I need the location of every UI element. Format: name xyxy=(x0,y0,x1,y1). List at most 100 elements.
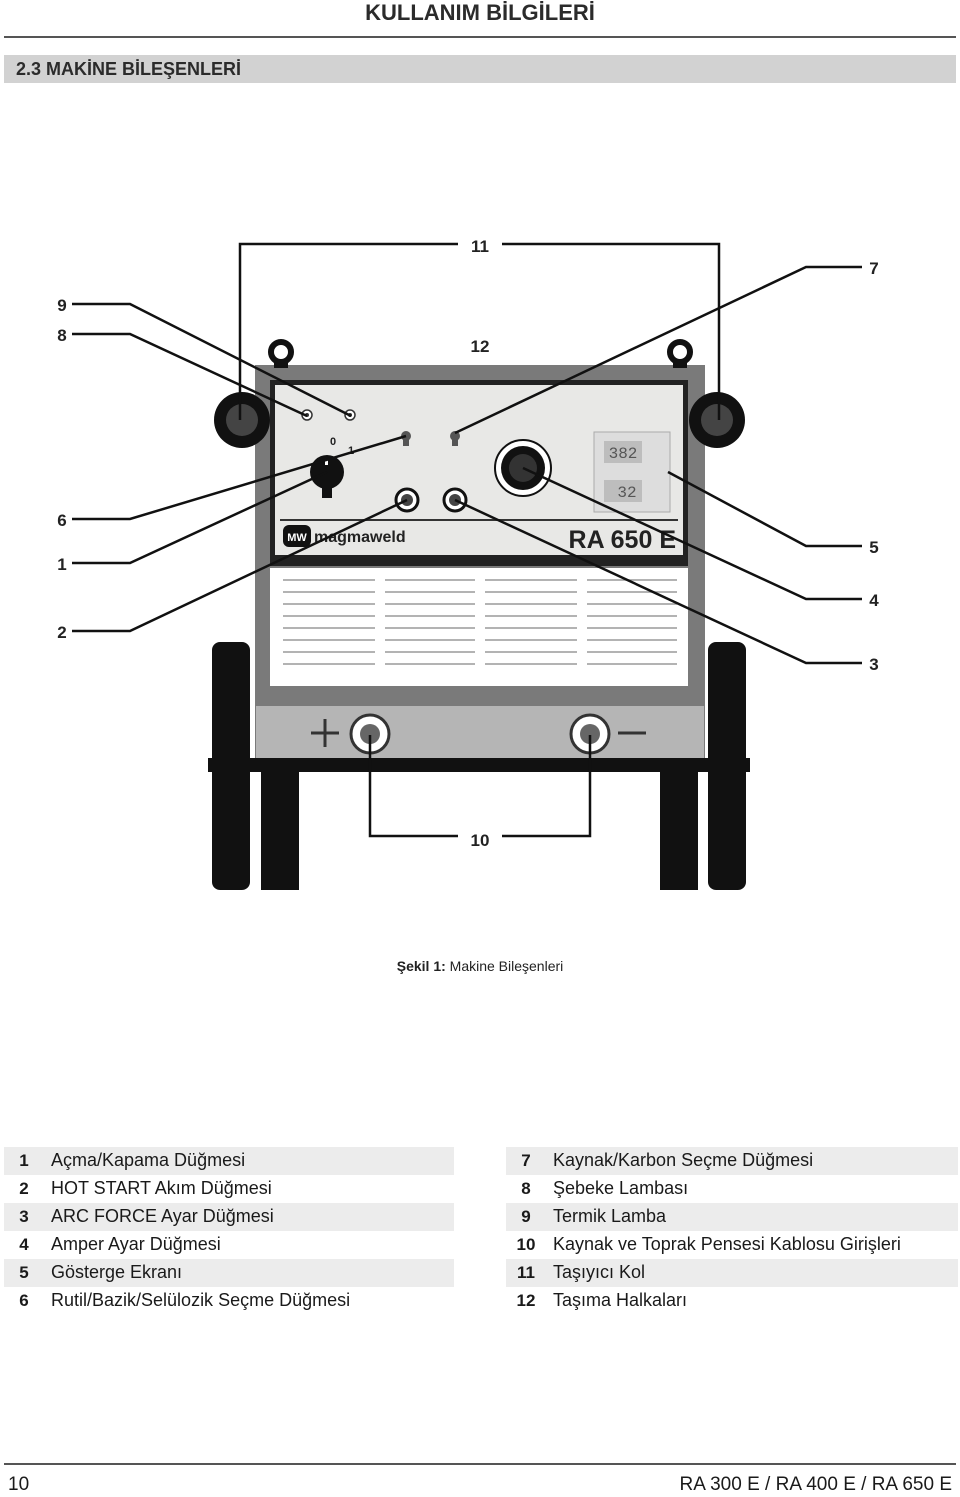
leader-11-right xyxy=(502,242,721,420)
figure-caption-prefix: Şekil 1: xyxy=(396,958,446,974)
callout-12: 12 xyxy=(471,337,490,356)
brand-logo-mark xyxy=(283,525,311,547)
header-rule xyxy=(4,36,956,38)
legend-number: 2 xyxy=(19,1179,29,1198)
power-switch-lever xyxy=(322,472,332,498)
front-wheel-right xyxy=(660,770,698,890)
front-wheel-left xyxy=(261,770,299,890)
legend-label: Termik Lamba xyxy=(553,1206,667,1226)
vent-area xyxy=(270,568,688,686)
chassis-rail xyxy=(208,758,750,772)
legend-label: Rutil/Bazik/Selülozik Seçme Düğmesi xyxy=(51,1290,351,1310)
leader-11-left xyxy=(238,242,458,420)
electrode-type-selector-lever xyxy=(452,436,458,446)
legend-number: 5 xyxy=(19,1263,29,1282)
page-header-title: KULLANIM BİLGİLERİ xyxy=(365,0,595,25)
figure-caption-text: Makine Bileşenleri xyxy=(449,958,564,974)
legend-row: 12 Taşıma Halkaları xyxy=(506,1287,958,1315)
display-bottom-window xyxy=(604,480,642,502)
callout-10: 10 xyxy=(471,831,490,850)
callout-2: 2 xyxy=(57,623,66,642)
legend-label: Açma/Kapama Düğmesi xyxy=(51,1150,246,1170)
callout-9: 9 xyxy=(57,296,66,315)
rear-wheel-left xyxy=(212,642,250,890)
legend-label: Gösterge Ekranı xyxy=(51,1262,183,1282)
callout-1: 1 xyxy=(57,555,66,574)
leader-10-left xyxy=(368,735,458,838)
legend-row: 10 Kaynak ve Toprak Pensesi Kablosu Giri… xyxy=(506,1231,958,1259)
leader-8 xyxy=(72,332,308,418)
section-title: 2.3 MAKİNE BİLEŞENLERİ xyxy=(16,59,242,79)
leader-3 xyxy=(454,498,862,665)
legend-number: 10 xyxy=(516,1235,536,1254)
legend-label: Taşıma Halkaları xyxy=(553,1290,688,1310)
callout-5: 5 xyxy=(869,538,878,557)
legend-number: 11 xyxy=(517,1263,535,1282)
positive-terminal-center xyxy=(360,724,380,744)
display-top-window xyxy=(604,441,642,463)
legend-label: Amper Ayar Düğmesi xyxy=(51,1234,221,1254)
legend-left: 1 Açma/Kapama Düğmesi 2 HOT START Akım D… xyxy=(4,1147,454,1315)
leader-lines xyxy=(72,242,862,838)
lifting-eye-right-base xyxy=(673,362,687,368)
section-heading-bar: 2.3 MAKİNE BİLEŞENLERİ xyxy=(4,55,956,83)
switch-off-label: 0 xyxy=(330,436,336,448)
lifting-eye-left-base xyxy=(274,362,288,368)
legend-number: 6 xyxy=(19,1291,29,1310)
leader-6 xyxy=(72,434,407,521)
leader-1 xyxy=(72,470,328,565)
legend-number: 4 xyxy=(19,1235,29,1254)
callout-8: 8 xyxy=(57,326,66,345)
lifting-eye-right xyxy=(667,339,693,365)
legend-label: HOT START Akım Düğmesi xyxy=(51,1178,272,1198)
vent-grille xyxy=(283,579,677,665)
legend-row: 11 Taşıyıcı Kol xyxy=(506,1259,958,1287)
legend-row: 5 Gösterge Ekranı xyxy=(4,1259,454,1287)
negative-terminal-center xyxy=(580,724,600,744)
footer-models: RA 300 E / RA 400 E / RA 650 E xyxy=(679,1474,952,1495)
legend-row: 3 ARC FORCE Ayar Düğmesi xyxy=(4,1203,454,1231)
carry-arm-end-right-inner xyxy=(701,404,733,436)
rear-wheel-right xyxy=(708,642,746,890)
legend-row: 7 Kaynak/Karbon Seçme Düğmesi xyxy=(506,1147,958,1175)
legend-row: 2 HOT START Akım Düğmesi xyxy=(4,1175,454,1203)
legend-number: 8 xyxy=(521,1179,531,1198)
leader-10-right xyxy=(502,735,592,838)
weld-carbon-selector-lever xyxy=(403,436,409,446)
legend-number: 3 xyxy=(19,1207,29,1226)
callout-6: 6 xyxy=(57,511,66,530)
leader-9 xyxy=(72,302,352,418)
leader-4 xyxy=(522,466,862,601)
callout-11: 11 xyxy=(471,237,489,256)
legend-row: 4 Amper Ayar Düğmesi xyxy=(4,1231,454,1259)
legend-row: 8 Şebeke Lambası xyxy=(506,1175,958,1203)
legend-label: Kaynak ve Toprak Pensesi Kablosu Girişle… xyxy=(553,1234,901,1254)
lifting-eye-left xyxy=(268,339,294,365)
callout-7: 7 xyxy=(869,259,878,278)
legend-label: ARC FORCE Ayar Düğmesi xyxy=(51,1206,274,1226)
figure-caption: Şekil 1: Makine Bileşenleri xyxy=(0,958,960,974)
legend-label: Kaynak/Karbon Seçme Düğmesi xyxy=(553,1150,814,1170)
legend-number: 1 xyxy=(19,1151,29,1170)
display-top-value: 382 xyxy=(609,445,638,463)
legend-row: 9 Termik Lamba xyxy=(506,1203,958,1231)
legend-row: 1 Açma/Kapama Düğmesi xyxy=(4,1147,454,1175)
footer-rule xyxy=(4,1463,956,1465)
carry-arm-end-left-inner xyxy=(226,404,258,436)
legend-right: 7 Kaynak/Karbon Seçme Düğmesi 8 Şebeke L… xyxy=(506,1147,958,1315)
callout-4: 4 xyxy=(869,591,879,610)
legend-label: Taşıyıcı Kol xyxy=(553,1262,646,1282)
legend-number: 7 xyxy=(521,1151,531,1170)
legend-row: 6 Rutil/Bazik/Selülozik Seçme Düğmesi xyxy=(4,1287,454,1315)
machine-diagram: 0 1 382 32 MW magmaweld RA 650 E xyxy=(57,237,879,890)
leader-5 xyxy=(667,470,862,548)
switch-on-label: 1 xyxy=(348,445,354,457)
display-bottom-value: 32 xyxy=(617,484,636,502)
page-number: 10 xyxy=(8,1474,30,1495)
power-switch-mark xyxy=(325,459,328,465)
brand-logo-letters: MW xyxy=(287,532,307,544)
legend-label: Şebeke Lambası xyxy=(553,1178,689,1198)
leader-2 xyxy=(72,498,408,633)
leader-7 xyxy=(454,265,862,435)
legend-number: 9 xyxy=(521,1207,531,1226)
